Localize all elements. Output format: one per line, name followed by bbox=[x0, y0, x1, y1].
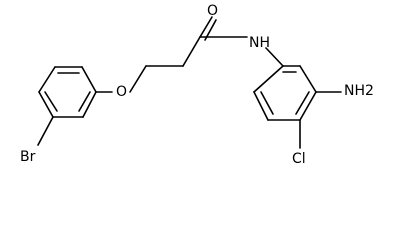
bond-ring2-4 bbox=[299, 91, 317, 121]
amino-group-label: NH2 bbox=[344, 83, 374, 99]
bonds bbox=[37, 16, 342, 149]
bond-ring1-2 bbox=[81, 66, 97, 93]
bond-ring2-double-a bbox=[260, 91, 274, 115]
carbonyl-oxygen-label: O bbox=[207, 3, 218, 19]
bromine-label: Br bbox=[20, 149, 36, 165]
bond-ring1-3 bbox=[82, 91, 97, 118]
bond-ring1-double-c bbox=[44, 91, 58, 112]
chlorine-label: Cl bbox=[292, 151, 306, 167]
bond-ring1-6 bbox=[38, 66, 56, 93]
amide-nh-label: NH bbox=[249, 35, 270, 51]
bond-ring2-5 bbox=[299, 65, 317, 93]
bond-ring2-double-b bbox=[295, 91, 310, 115]
bond-ch2-carbonyl bbox=[182, 36, 201, 67]
chemical-structure-diagram: O NH O NH2 Cl Br bbox=[20, 3, 374, 167]
bond-carbonyl-double-a bbox=[199, 16, 213, 38]
ether-oxygen-label: O bbox=[116, 84, 127, 100]
bond-ring2-1 bbox=[253, 65, 284, 93]
bond-ring1-5 bbox=[38, 91, 54, 118]
bond-oxygen-ch2 bbox=[129, 65, 147, 93]
bond-ring1-double-b bbox=[78, 91, 91, 112]
bond-nh-ring2 bbox=[265, 47, 284, 67]
bond-c-br bbox=[37, 116, 54, 146]
atom-labels: O NH O NH2 Cl Br bbox=[20, 3, 374, 167]
bond-ring2-2 bbox=[253, 91, 269, 121]
